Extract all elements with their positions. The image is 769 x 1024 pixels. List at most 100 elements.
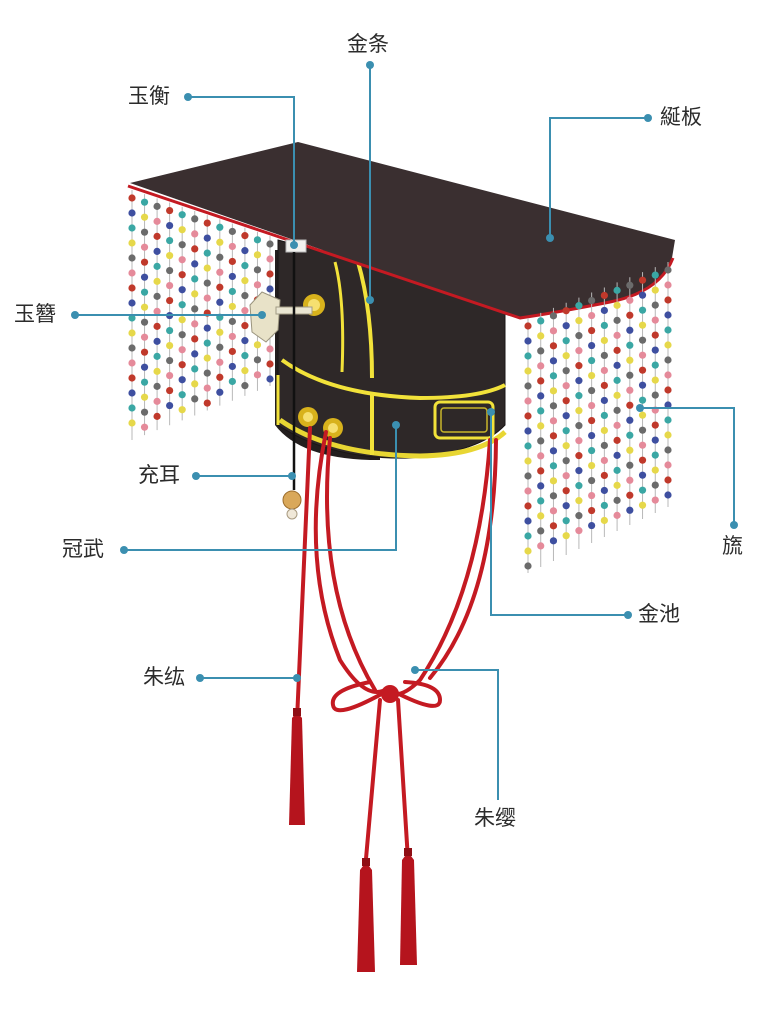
right-liu-bead [638,291,647,299]
right-liu-bead [537,347,545,355]
left-liu-bead [128,224,136,232]
right-liu-bead [626,446,634,454]
leader-yuheng [188,96,295,245]
right-liu-bead [600,501,608,510]
leader-guanwu [124,425,397,551]
left-liu-bead [241,352,249,360]
right-liu-bead [651,376,659,384]
right-liu-bead [588,296,596,305]
right-liu-bead [524,352,532,360]
left-liu-bead [216,238,224,246]
right-liu-bead [651,361,659,369]
right-liu-bead [626,401,634,409]
left-liu-bead [253,341,262,349]
left-liu-bead [228,317,236,326]
left-liu-bead [178,271,186,279]
left-liu-bead [153,277,161,285]
right-liu-bead [575,527,583,535]
right-liu-bead [537,467,545,475]
right-liu-bead [664,446,672,454]
left-liu-bead [203,339,211,347]
right-liu-bead [537,377,545,385]
right-liu-bead [613,436,621,444]
right-liu-bead [524,442,532,450]
label-chonger: 充耳 [138,463,180,487]
left-liu-bead [216,343,224,351]
left-liu-bead [153,352,161,360]
left-liu-bead [241,382,249,390]
left-liu-bead [128,374,136,382]
cord-knot [381,685,399,703]
left-liu-bead [241,337,249,345]
right-liu-bead [549,447,558,455]
right-liu-bead [664,296,672,304]
left-liu-bead [178,211,186,219]
left-liu-bead [191,290,199,298]
right-liu-bead [600,516,608,525]
right-liu-bead [575,467,583,475]
leader-zhuying [415,669,499,800]
left-liu-bead [166,236,174,245]
right-liu-bead [549,357,558,365]
right-liu-bead [664,401,672,409]
right-liu-bead [562,457,570,465]
left-liu-bead [203,384,211,392]
left-liu-bead [178,301,186,309]
right-liu-bead [626,341,634,349]
right-liu-bead [651,496,659,504]
left-liu-bead [203,219,211,227]
right-liu-bead [664,281,672,289]
right-liu-bead [613,361,621,369]
right-liu-bead [600,486,608,495]
left-liu-bead [216,298,224,306]
right-liu-bead [549,417,558,425]
left-liu-bead [191,215,199,223]
right-liu-bead [638,501,647,509]
left-liu-bead [191,350,199,358]
right-liu-bead [549,387,558,395]
right-liu-bead [575,377,583,385]
left-liu-bead [153,397,161,405]
left-liu-bead [216,283,224,291]
right-liu-bead [626,386,634,394]
right-liu-bead [638,441,647,449]
right-liu-bead [549,507,558,515]
right-liu-bead [638,336,647,344]
left-liu-bead [166,251,174,260]
left-liu-bead [128,239,136,247]
right-liu-bead [588,521,596,530]
right-liu-bead [537,392,545,400]
right-liu-bead [588,506,596,515]
left-liu-bead [128,284,136,292]
right-liu-bead [651,286,659,294]
right-liu-bead [664,371,672,379]
left-liu-bead [191,365,199,373]
right-liu-bead [537,527,545,535]
left-liu-bead [178,286,186,294]
right-liu-bead [524,382,532,390]
right-liu-bead [588,341,596,350]
right-liu-bead [575,512,583,520]
right-liu-bead [575,452,583,460]
left-liu-bead [253,371,262,379]
right-liu-bead [638,276,647,284]
left-liu-bead [228,377,236,386]
left-liu-bead [153,367,161,375]
left-liu-bead [241,367,249,375]
yanban-red-edge [127,184,675,320]
left-liu-bead [228,332,236,341]
chonger-bead [282,490,302,510]
right-liu-bead [562,382,570,390]
right-liu-bead [562,502,570,510]
right-liu-bead [562,412,570,420]
left-liu-bead [140,393,149,401]
left-liu-bead [140,258,149,266]
left-liu-bead [203,324,211,332]
right-liu-bead [600,381,608,390]
red-cords [295,426,498,872]
right-liu-bead [613,391,621,399]
right-liu-bead [575,362,583,370]
left-liu-bead [266,375,274,383]
right-liu-bead [562,517,570,525]
right-liu-bead [588,386,596,395]
